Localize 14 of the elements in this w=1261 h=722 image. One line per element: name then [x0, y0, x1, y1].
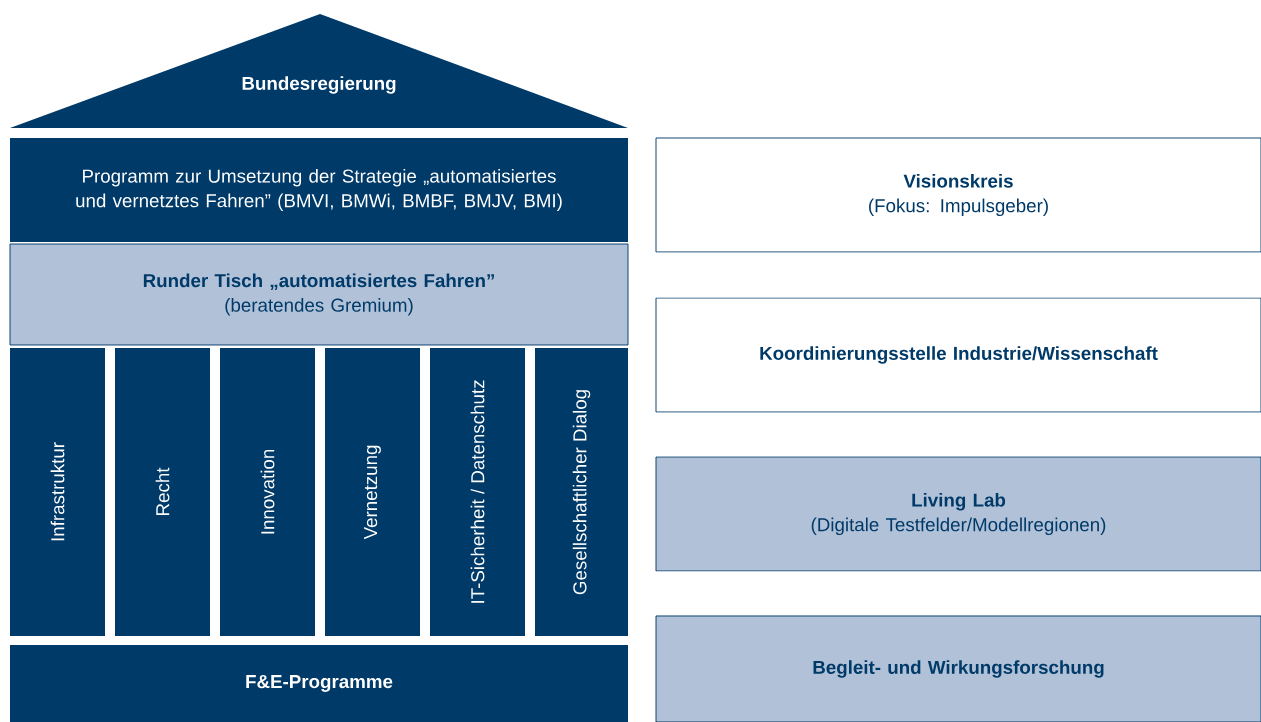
- roof-triangle: Bundesregierung: [10, 14, 628, 128]
- pillar: Innovation: [220, 348, 315, 636]
- info-box: Koordinierungsstelle Industrie/Wissenschaft: [655, 297, 1261, 413]
- pillar: Recht: [115, 348, 210, 636]
- foundation-box: F&E-Programme: [10, 645, 628, 722]
- pillar: IT-Sicherheit / Datenschutz: [430, 348, 525, 636]
- pillar: Vernetzung: [325, 348, 420, 636]
- pillar: Infrastruktur: [10, 348, 105, 636]
- info-box: Visionskreis (Fokus: Impulsgeber): [655, 137, 1261, 253]
- info-box: Living Lab (Digitale Testfelder/Modellregionen): [655, 456, 1261, 572]
- program-box: Programm zur Umsetzung der Strategie „automatisiertes und vernetztes Fahren” (BMVI, BMWi, BMBF, BMJV, BMI): [10, 138, 628, 242]
- info-box: Begleit- und Wirkungsforschung: [655, 615, 1261, 722]
- round-table-box: Runder Tisch „automatisiertes Fahren” (beratendes Gremium): [9, 243, 629, 346]
- pillar: Gesellschaftlicher Dialog: [535, 348, 628, 636]
